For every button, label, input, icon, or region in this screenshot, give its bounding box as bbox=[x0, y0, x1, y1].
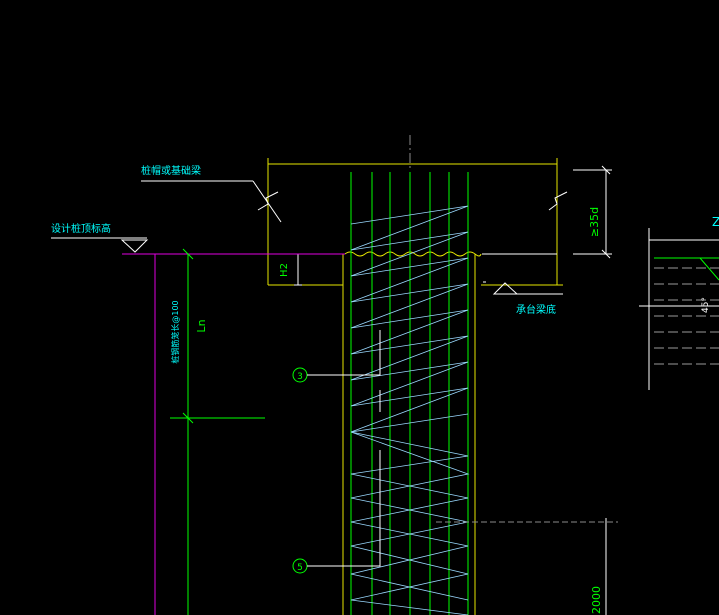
angle-label: 45° bbox=[701, 297, 711, 313]
callout-5-label: 5 bbox=[297, 563, 303, 573]
design-pile-top-label: 设计桩顶标高 bbox=[51, 222, 111, 235]
right-detail bbox=[639, 228, 719, 390]
callout-3-label: 3 bbox=[297, 372, 303, 382]
anchor-length-dimension bbox=[573, 165, 612, 259]
cap-beam-bottom-label: 承台梁底 bbox=[516, 303, 556, 316]
ln-dimension bbox=[170, 248, 265, 615]
ln-label: Ln bbox=[195, 319, 208, 332]
pile-cap-leader-tail bbox=[252, 180, 282, 223]
right-break-mark bbox=[548, 191, 568, 211]
elevation-marker-icon bbox=[120, 239, 149, 253]
pile-body-outline bbox=[342, 254, 476, 615]
spiral-stirrups bbox=[350, 205, 470, 615]
pile-top-cut-line bbox=[344, 251, 482, 257]
anchor-length-label: ≥35d bbox=[588, 207, 601, 237]
pile-cap-label: 桩帽或基础梁 bbox=[141, 164, 201, 177]
callout-5-leader bbox=[307, 450, 381, 567]
vertical-note: 桩钢筋笼长@100 bbox=[170, 300, 180, 363]
pile-cap-outline bbox=[267, 158, 563, 286]
longitudinal-rebars bbox=[350, 172, 469, 615]
callout-3-leader bbox=[307, 330, 381, 376]
dim-2000-label: 2000 bbox=[590, 586, 603, 614]
right-detail-title: Z bbox=[712, 215, 719, 229]
h2-label: H2 bbox=[279, 263, 290, 277]
